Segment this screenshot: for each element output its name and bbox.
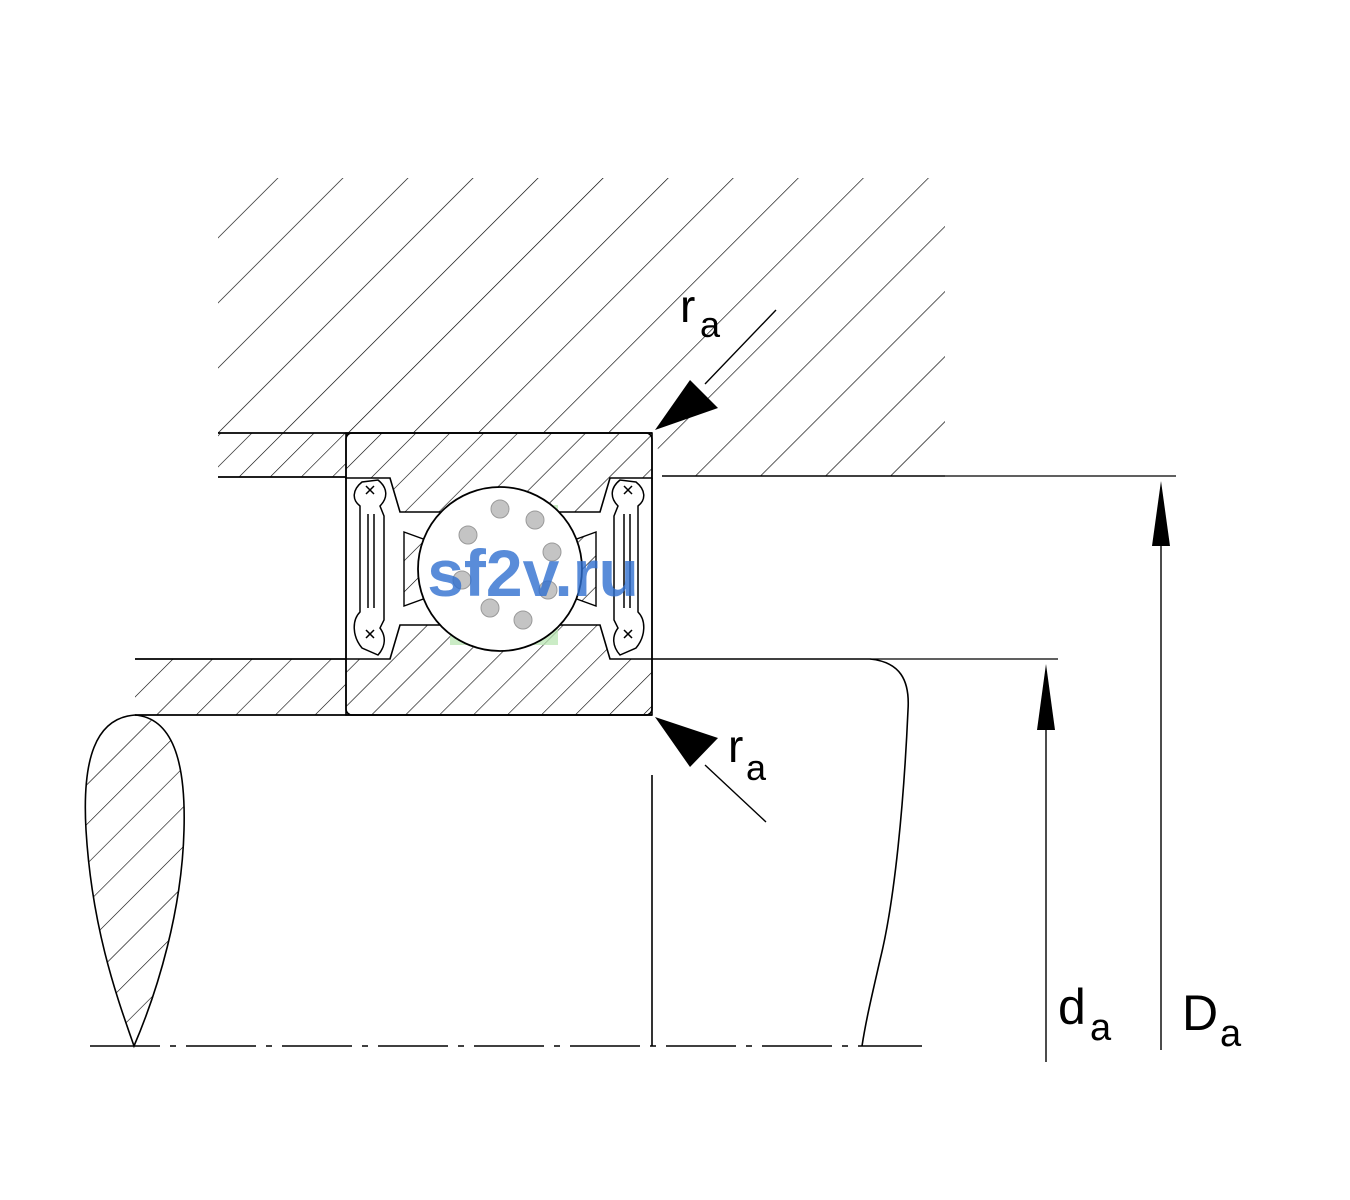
shaft-section [84, 714, 185, 1049]
shaft-outline [651, 658, 910, 1047]
label-ra-bottom: r a [728, 720, 767, 788]
ra-top-leader [655, 309, 777, 430]
svg-text:a: a [746, 747, 767, 788]
bearing-ball [417, 486, 583, 652]
ra-bottom-leader [655, 717, 767, 823]
svg-text:D: D [1182, 985, 1218, 1041]
svg-text:r: r [680, 280, 695, 332]
svg-text:d: d [1058, 979, 1086, 1035]
svg-text:a: a [700, 304, 721, 345]
svg-text:r: r [728, 720, 743, 772]
left-seal [353, 479, 387, 656]
label-Da: D a [1182, 985, 1242, 1055]
right-seal [611, 479, 645, 656]
watermark-text: sf2v.ru [427, 536, 639, 610]
bearing-outline [345, 432, 653, 716]
da-dimension-arrow [1037, 664, 1055, 1062]
label-ra-top: r a [680, 280, 721, 345]
extension-lines [870, 475, 1176, 660]
Da-dimension-arrow [1152, 481, 1170, 1050]
svg-text:a: a [1090, 1007, 1112, 1049]
label-da: d a [1058, 979, 1112, 1049]
shaft-band [135, 658, 652, 716]
svg-text:a: a [1220, 1013, 1242, 1055]
housing [218, 178, 945, 477]
